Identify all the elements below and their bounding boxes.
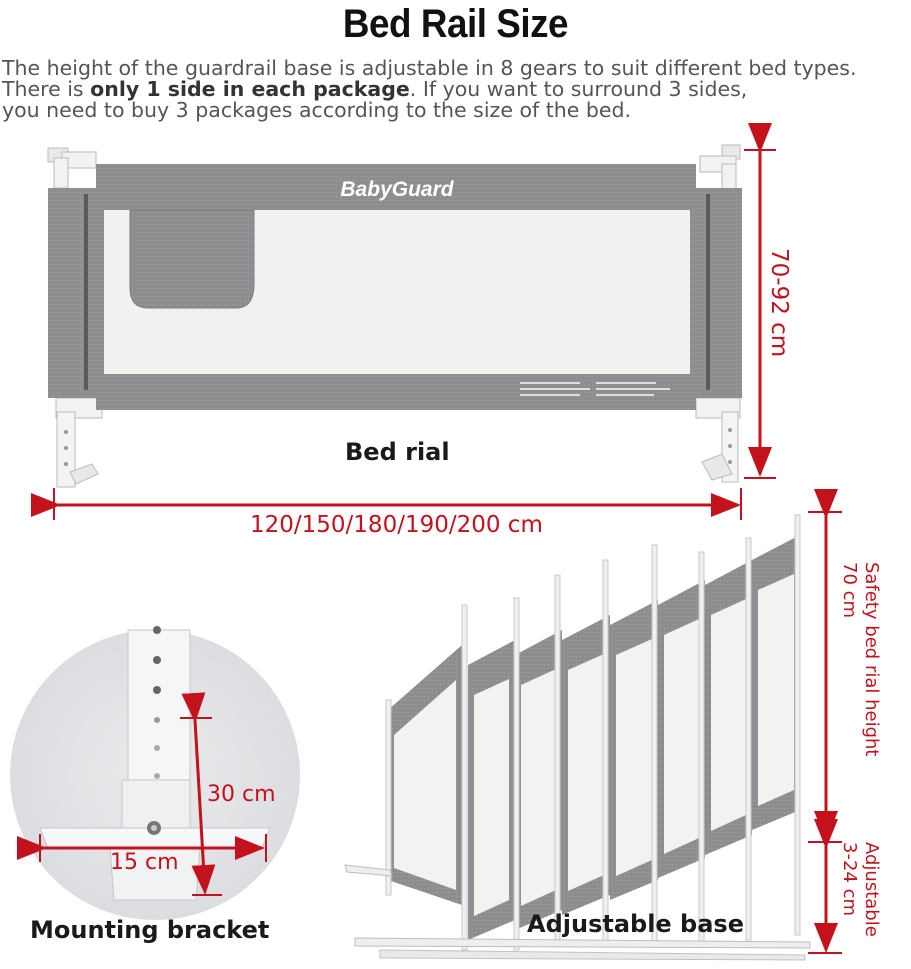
height-label: 70-92 cm bbox=[766, 248, 792, 358]
adjustable-range-label: Adjustable 3-24 cm bbox=[839, 842, 882, 937]
bracket-caption: Mounting bracket bbox=[30, 916, 270, 944]
bracket-height-arrow bbox=[181, 692, 216, 895]
rail-gear-2 bbox=[468, 597, 520, 951]
bracket-width-label: 15 cm bbox=[110, 850, 179, 875]
intro-line-1: The height of the guardrail base is adju… bbox=[2, 56, 857, 80]
rail-gear-1 bbox=[385, 604, 468, 951]
rail-gear-5 bbox=[610, 544, 658, 946]
safety-height-label: Safety bed rial height 70 cm bbox=[839, 562, 882, 757]
warning-labels bbox=[520, 382, 670, 396]
intro-emphasis: only 1 side in each package bbox=[90, 77, 410, 101]
brand-logo: BabyGuard bbox=[340, 178, 454, 201]
intro-text: The height of the guardrail base is adju… bbox=[2, 58, 911, 121]
bed-rail-main: BabyGuard bbox=[47, 144, 742, 488]
storage-pocket bbox=[129, 209, 255, 309]
rail-gear-8 bbox=[752, 514, 801, 936]
rail-gear-4 bbox=[562, 559, 610, 946]
page-title: Bed Rail Size bbox=[342, 2, 569, 46]
intro-line-3: you need to buy 3 packages according to … bbox=[2, 98, 632, 122]
adjustable-caption: Adjustable base bbox=[527, 910, 744, 938]
right-bracket bbox=[695, 144, 741, 483]
adjustable-rails bbox=[344, 514, 811, 961]
length-label: 120/150/180/190/200 cm bbox=[250, 512, 543, 538]
bracket-closeup bbox=[10, 626, 300, 920]
intro-line-2: There is only 1 side in each package. If… bbox=[2, 77, 748, 101]
rail-gear-3 bbox=[515, 574, 562, 948]
rail-gear-6 bbox=[658, 551, 705, 943]
left-side-panel bbox=[48, 188, 100, 398]
rail-gear-7 bbox=[705, 537, 752, 941]
right-side-panel bbox=[694, 188, 742, 398]
bracket-height-label: 30 cm bbox=[207, 782, 276, 807]
bed-rail-label: Bed rial bbox=[345, 438, 450, 466]
